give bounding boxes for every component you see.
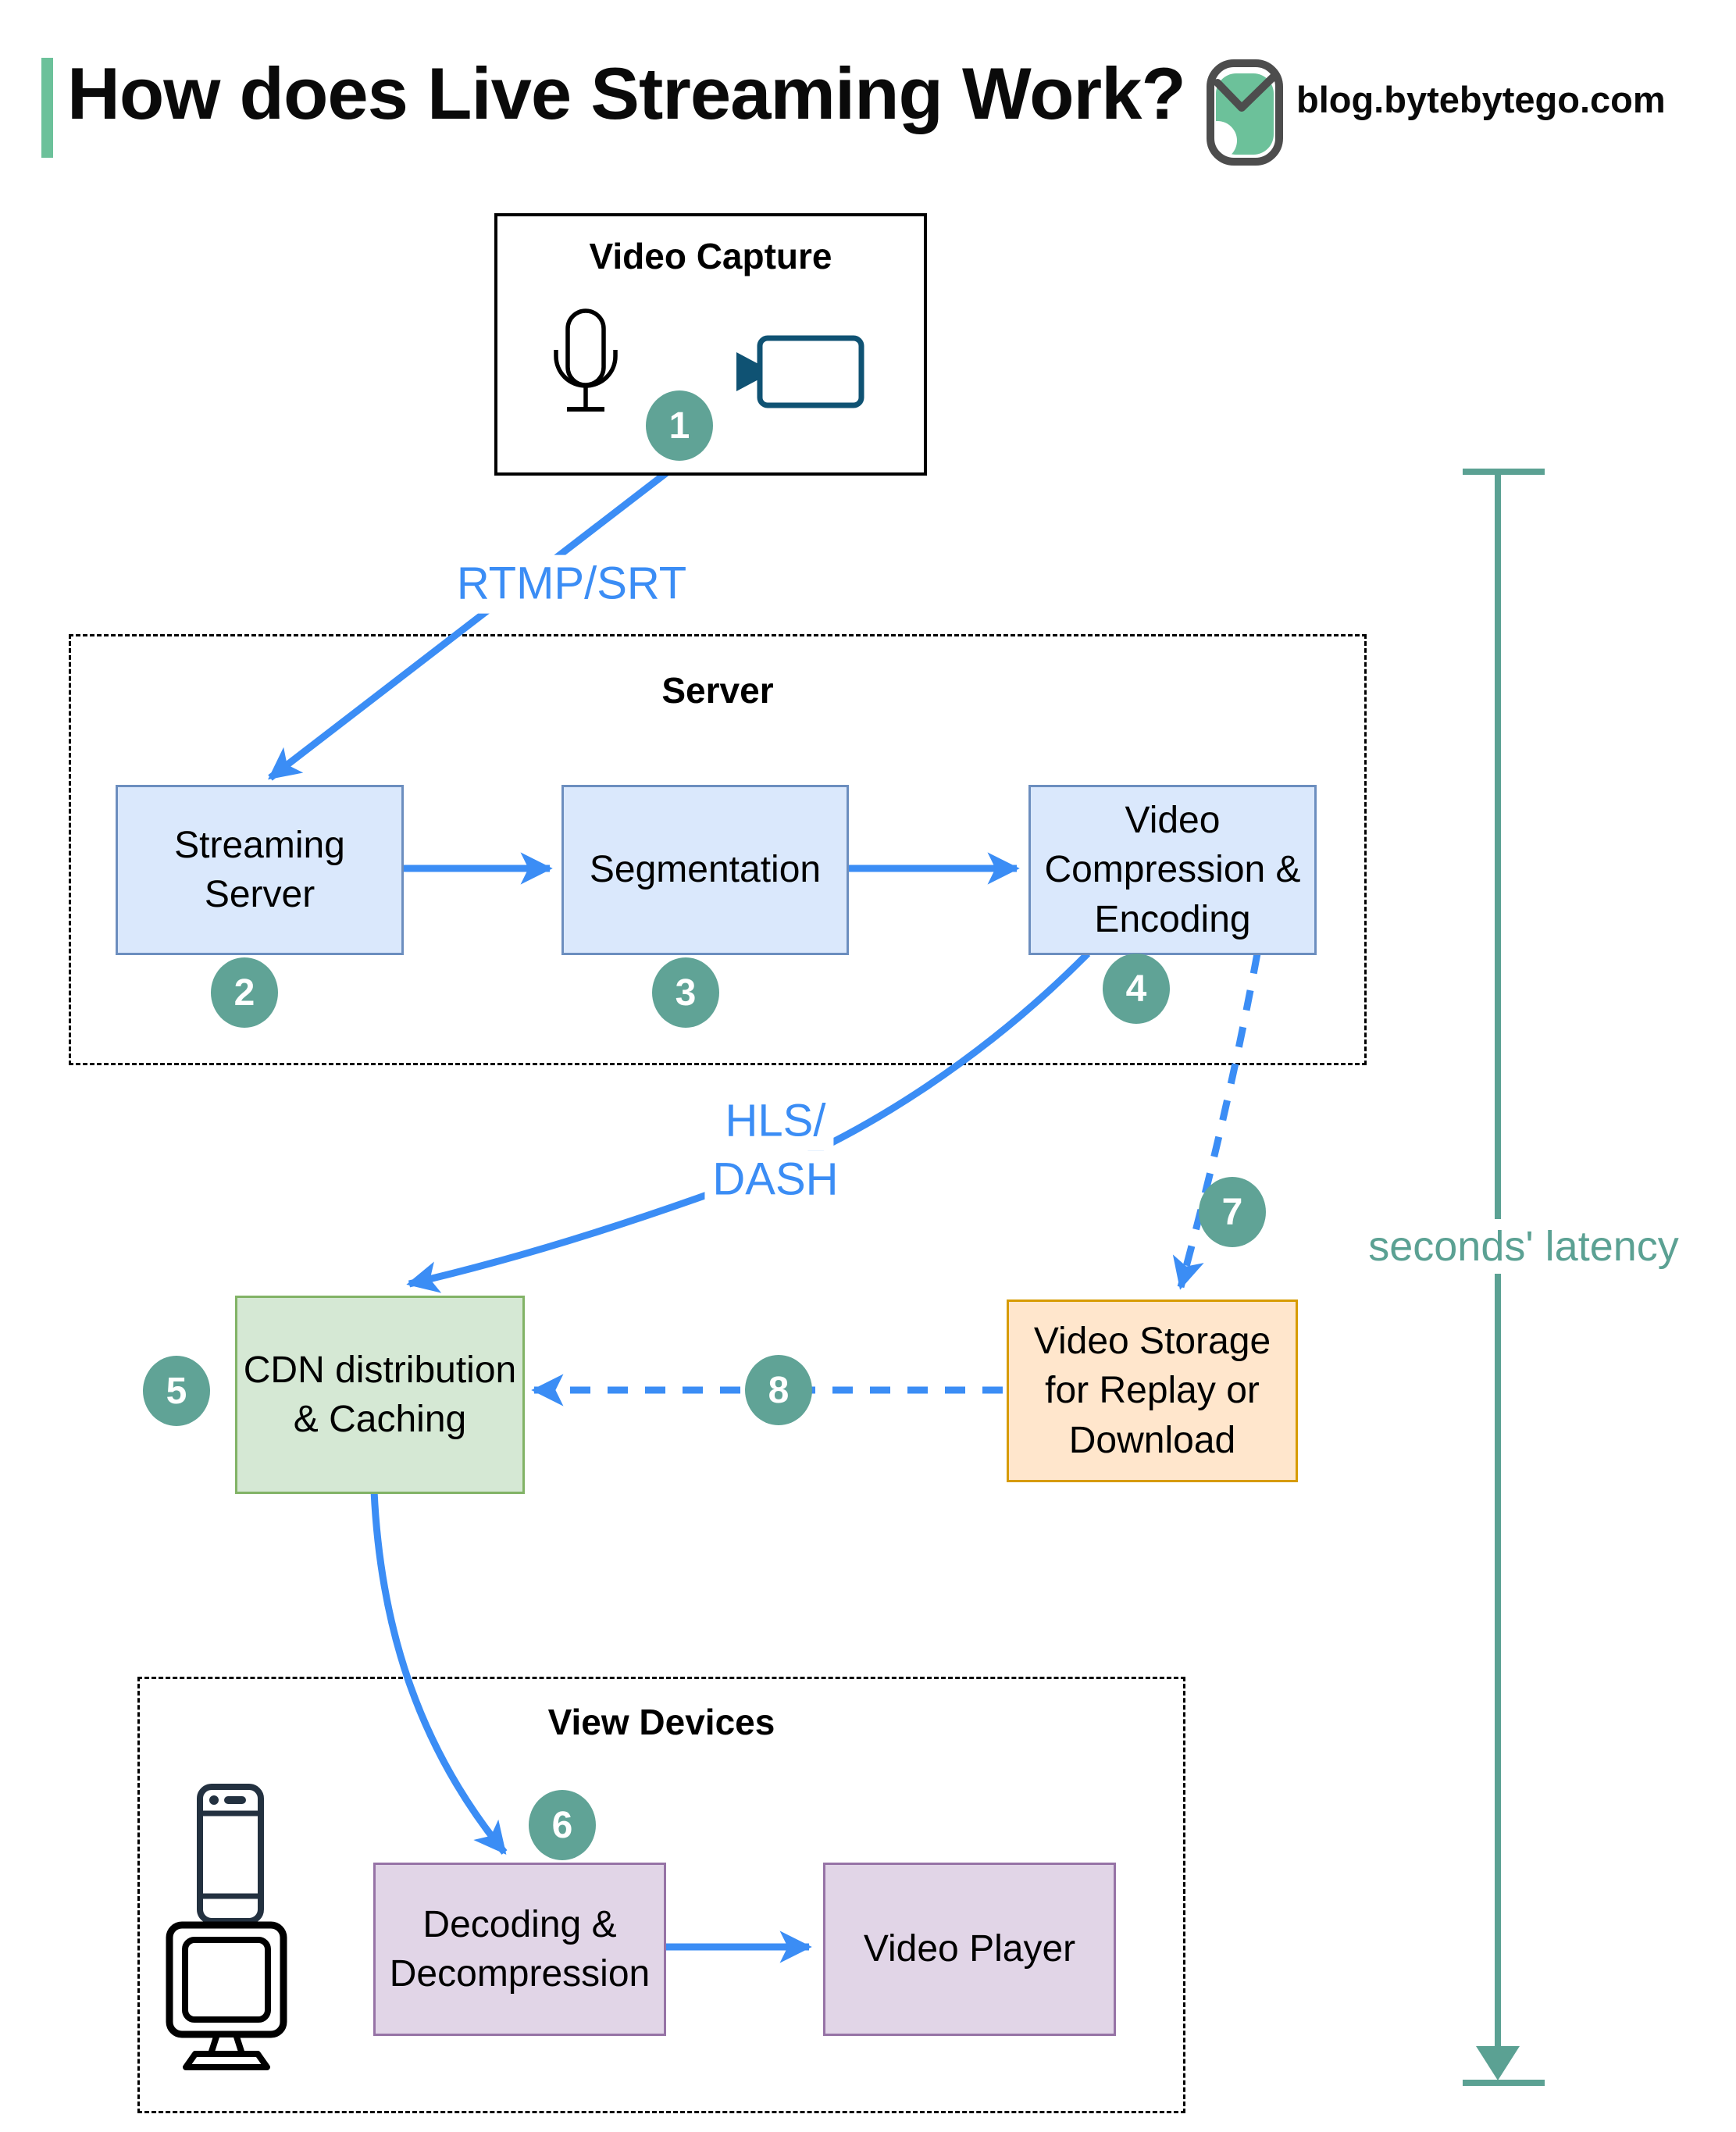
node-label: Encoding [1094, 898, 1251, 940]
node-streaming-server: Streaming Server [116, 785, 404, 955]
hls-text: HLS/ [717, 1092, 834, 1150]
rtmp-srt-text: RTMP/SRT [448, 554, 695, 614]
node-label: Server [204, 874, 315, 915]
node-video-storage: Video Storage for Replay or Download [1007, 1300, 1298, 1482]
step-4-badge: 4 [1103, 954, 1170, 1024]
rtmp-srt-label: RTMP/SRT [448, 554, 695, 614]
latency-text: seconds' latency [1357, 1219, 1690, 1274]
smartphone-icon [197, 1784, 264, 1924]
arrow-capture-to-streaming [268, 467, 672, 781]
node-label: Video Storage [1033, 1320, 1271, 1362]
step-6-badge: 6 [529, 1790, 596, 1860]
node-cdn: CDN distribution & Caching [235, 1296, 525, 1494]
step-3-badge: 3 [652, 957, 719, 1028]
latency-label: seconds' latency [1357, 1219, 1690, 1274]
step-2-badge: 2 [211, 957, 278, 1028]
step-8-badge: 8 [745, 1355, 812, 1425]
view-devices-group: View Devices [137, 1677, 1185, 2113]
node-video-player: Video Player [823, 1863, 1116, 2036]
node-segmentation: Segmentation [561, 785, 849, 955]
video-camera-icon [736, 335, 864, 408]
node-decoding: Decoding & Decompression [373, 1863, 666, 2036]
dash-text: DASH [704, 1150, 847, 1209]
node-label: Streaming [174, 824, 345, 866]
node-label: Video [1125, 799, 1221, 841]
server-group-title: Server [661, 670, 774, 711]
step-7-badge: 7 [1199, 1177, 1266, 1247]
page-title: How does Live Streaming Work? [67, 52, 1186, 134]
site-url: blog.bytebytego.com [1296, 79, 1666, 120]
node-label: & Caching [293, 1399, 467, 1440]
node-label: Compression & [1044, 849, 1301, 891]
latency-ruler [1463, 469, 1545, 2086]
server-group: Server [69, 634, 1367, 1065]
arrow-cdn-to-decoding [370, 1490, 508, 1855]
step-1-badge: 1 [646, 390, 713, 461]
microphone-icon [554, 308, 618, 412]
node-label: CDN distribution [243, 1349, 517, 1391]
node-label: Download [1068, 1419, 1236, 1461]
bytebytego-owl-logo [1205, 59, 1283, 166]
node-label: Video Player [863, 1928, 1076, 1970]
node-video-compression: Video Compression & Encoding [1028, 785, 1317, 955]
view-devices-group-title: View Devices [547, 1702, 775, 1742]
hls-dash-label: HLS/ DASH [704, 1092, 847, 1209]
node-label: Decoding & [422, 1903, 617, 1945]
video-capture-title: Video Capture [589, 236, 832, 276]
node-label: Decompression [389, 1953, 651, 1995]
node-label: Segmentation [589, 849, 822, 891]
node-label: for Replay or [1045, 1370, 1260, 1412]
step-5-badge: 5 [143, 1356, 210, 1426]
arrow-compression-to-storage [1172, 953, 1261, 1290]
title-accent-bar [41, 58, 53, 158]
monitor-icon [166, 1921, 287, 2070]
